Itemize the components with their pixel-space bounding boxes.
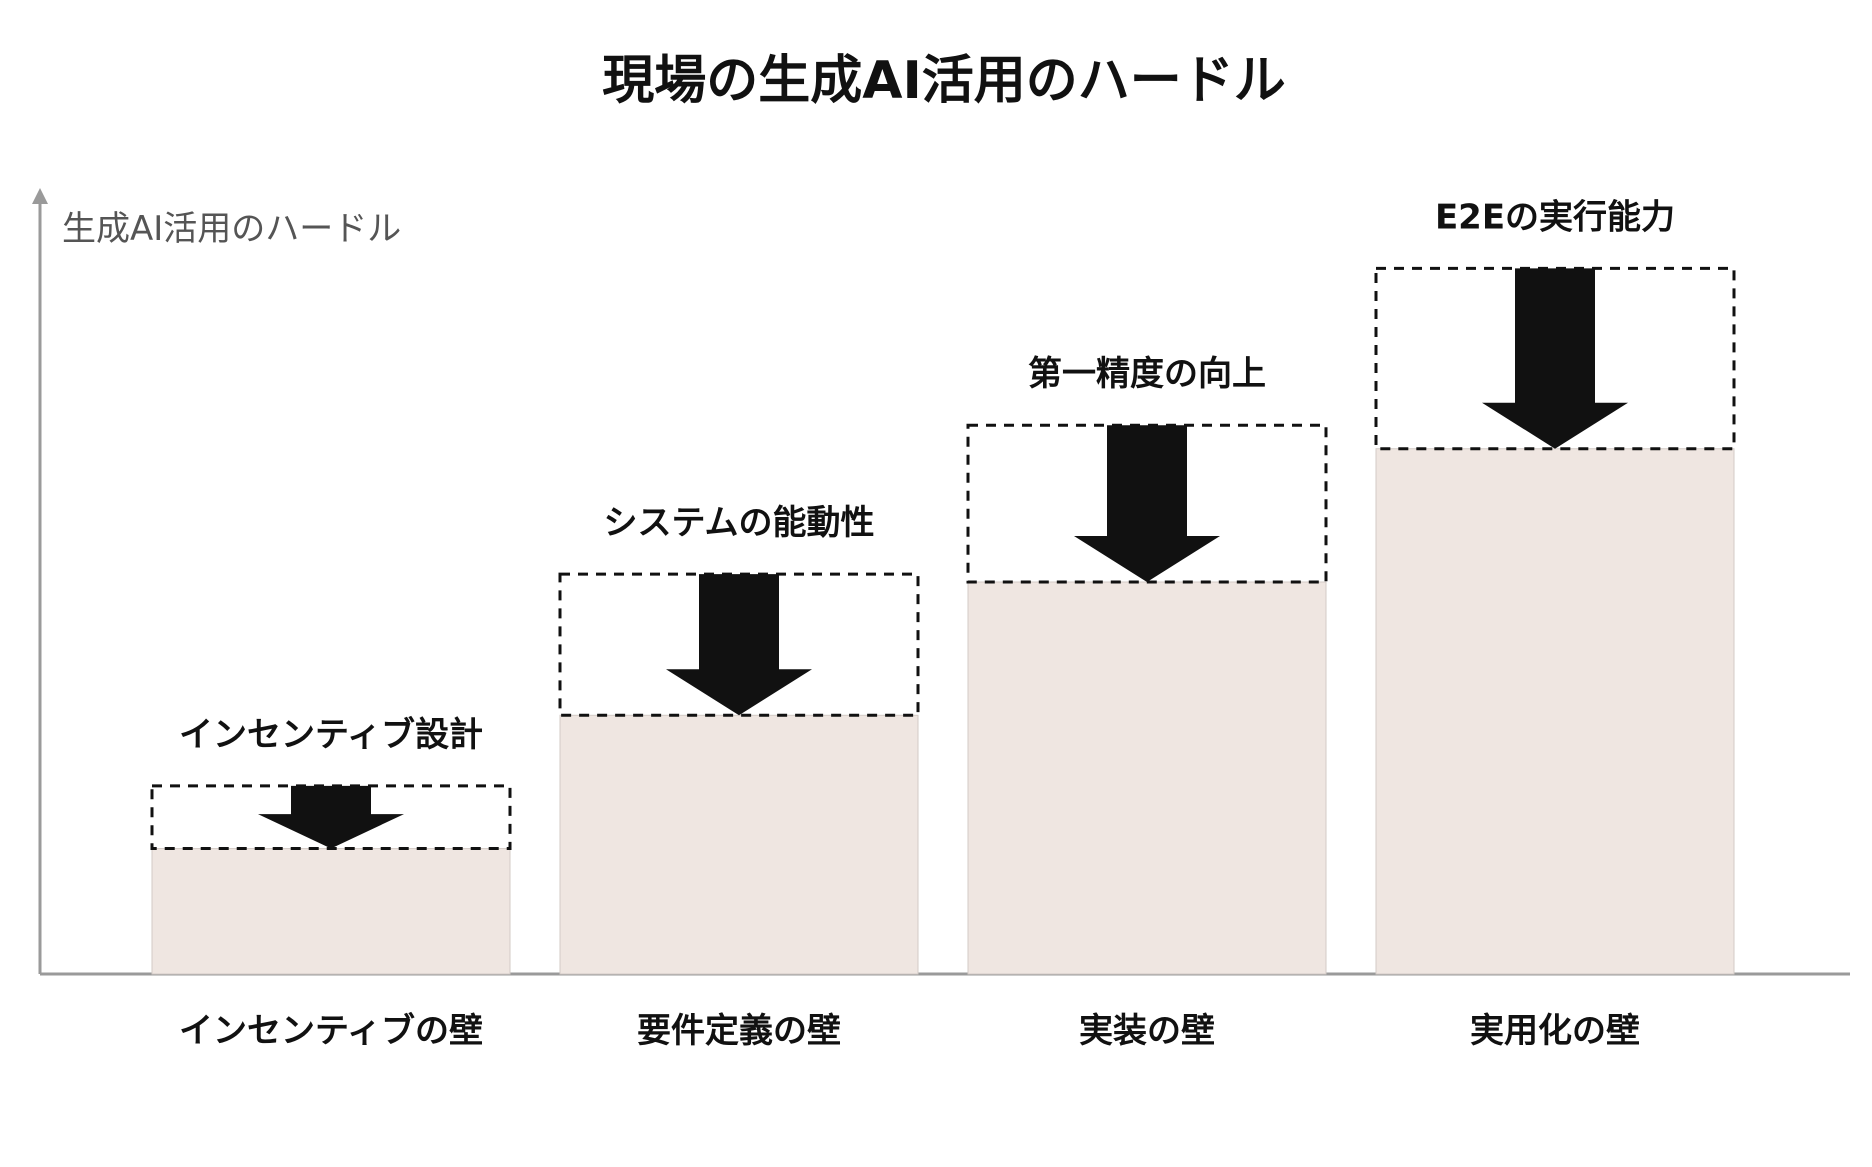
chart-title: 現場の生成AI活用のハードル [602,51,1286,111]
reduction-box-1 [150,784,512,851]
y-axis-arrowhead [32,188,48,204]
category-label-2: 要件定義の壁 [637,1011,841,1051]
category-label-1: インセンティブの壁 [179,1011,483,1051]
down-arrow-icon-3 [1074,425,1220,582]
category-label-4: 実用化の壁 [1470,1011,1640,1051]
category-label-3: 実装の壁 [1079,1011,1215,1051]
annotation-label-2: システムの能動性 [604,503,875,543]
bar-1 [151,848,511,975]
annotation-label-1: インセンティブ設計 [179,715,483,755]
bar-2 [559,714,919,975]
y-axis-label: 生成AI活用のハードル [62,209,401,249]
reduction-box-2 [558,572,920,717]
annotation-label-4: E2Eの実行能力 [1435,197,1675,237]
bar-3 [967,581,1327,975]
y-axis [32,188,48,974]
annotation-label-3: 第一精度の向上 [1028,354,1266,394]
bar-4 [1375,448,1735,975]
down-arrow-icon-1 [258,785,404,849]
down-arrow-icon-4 [1482,268,1628,449]
down-arrow-icon-2 [666,574,812,716]
